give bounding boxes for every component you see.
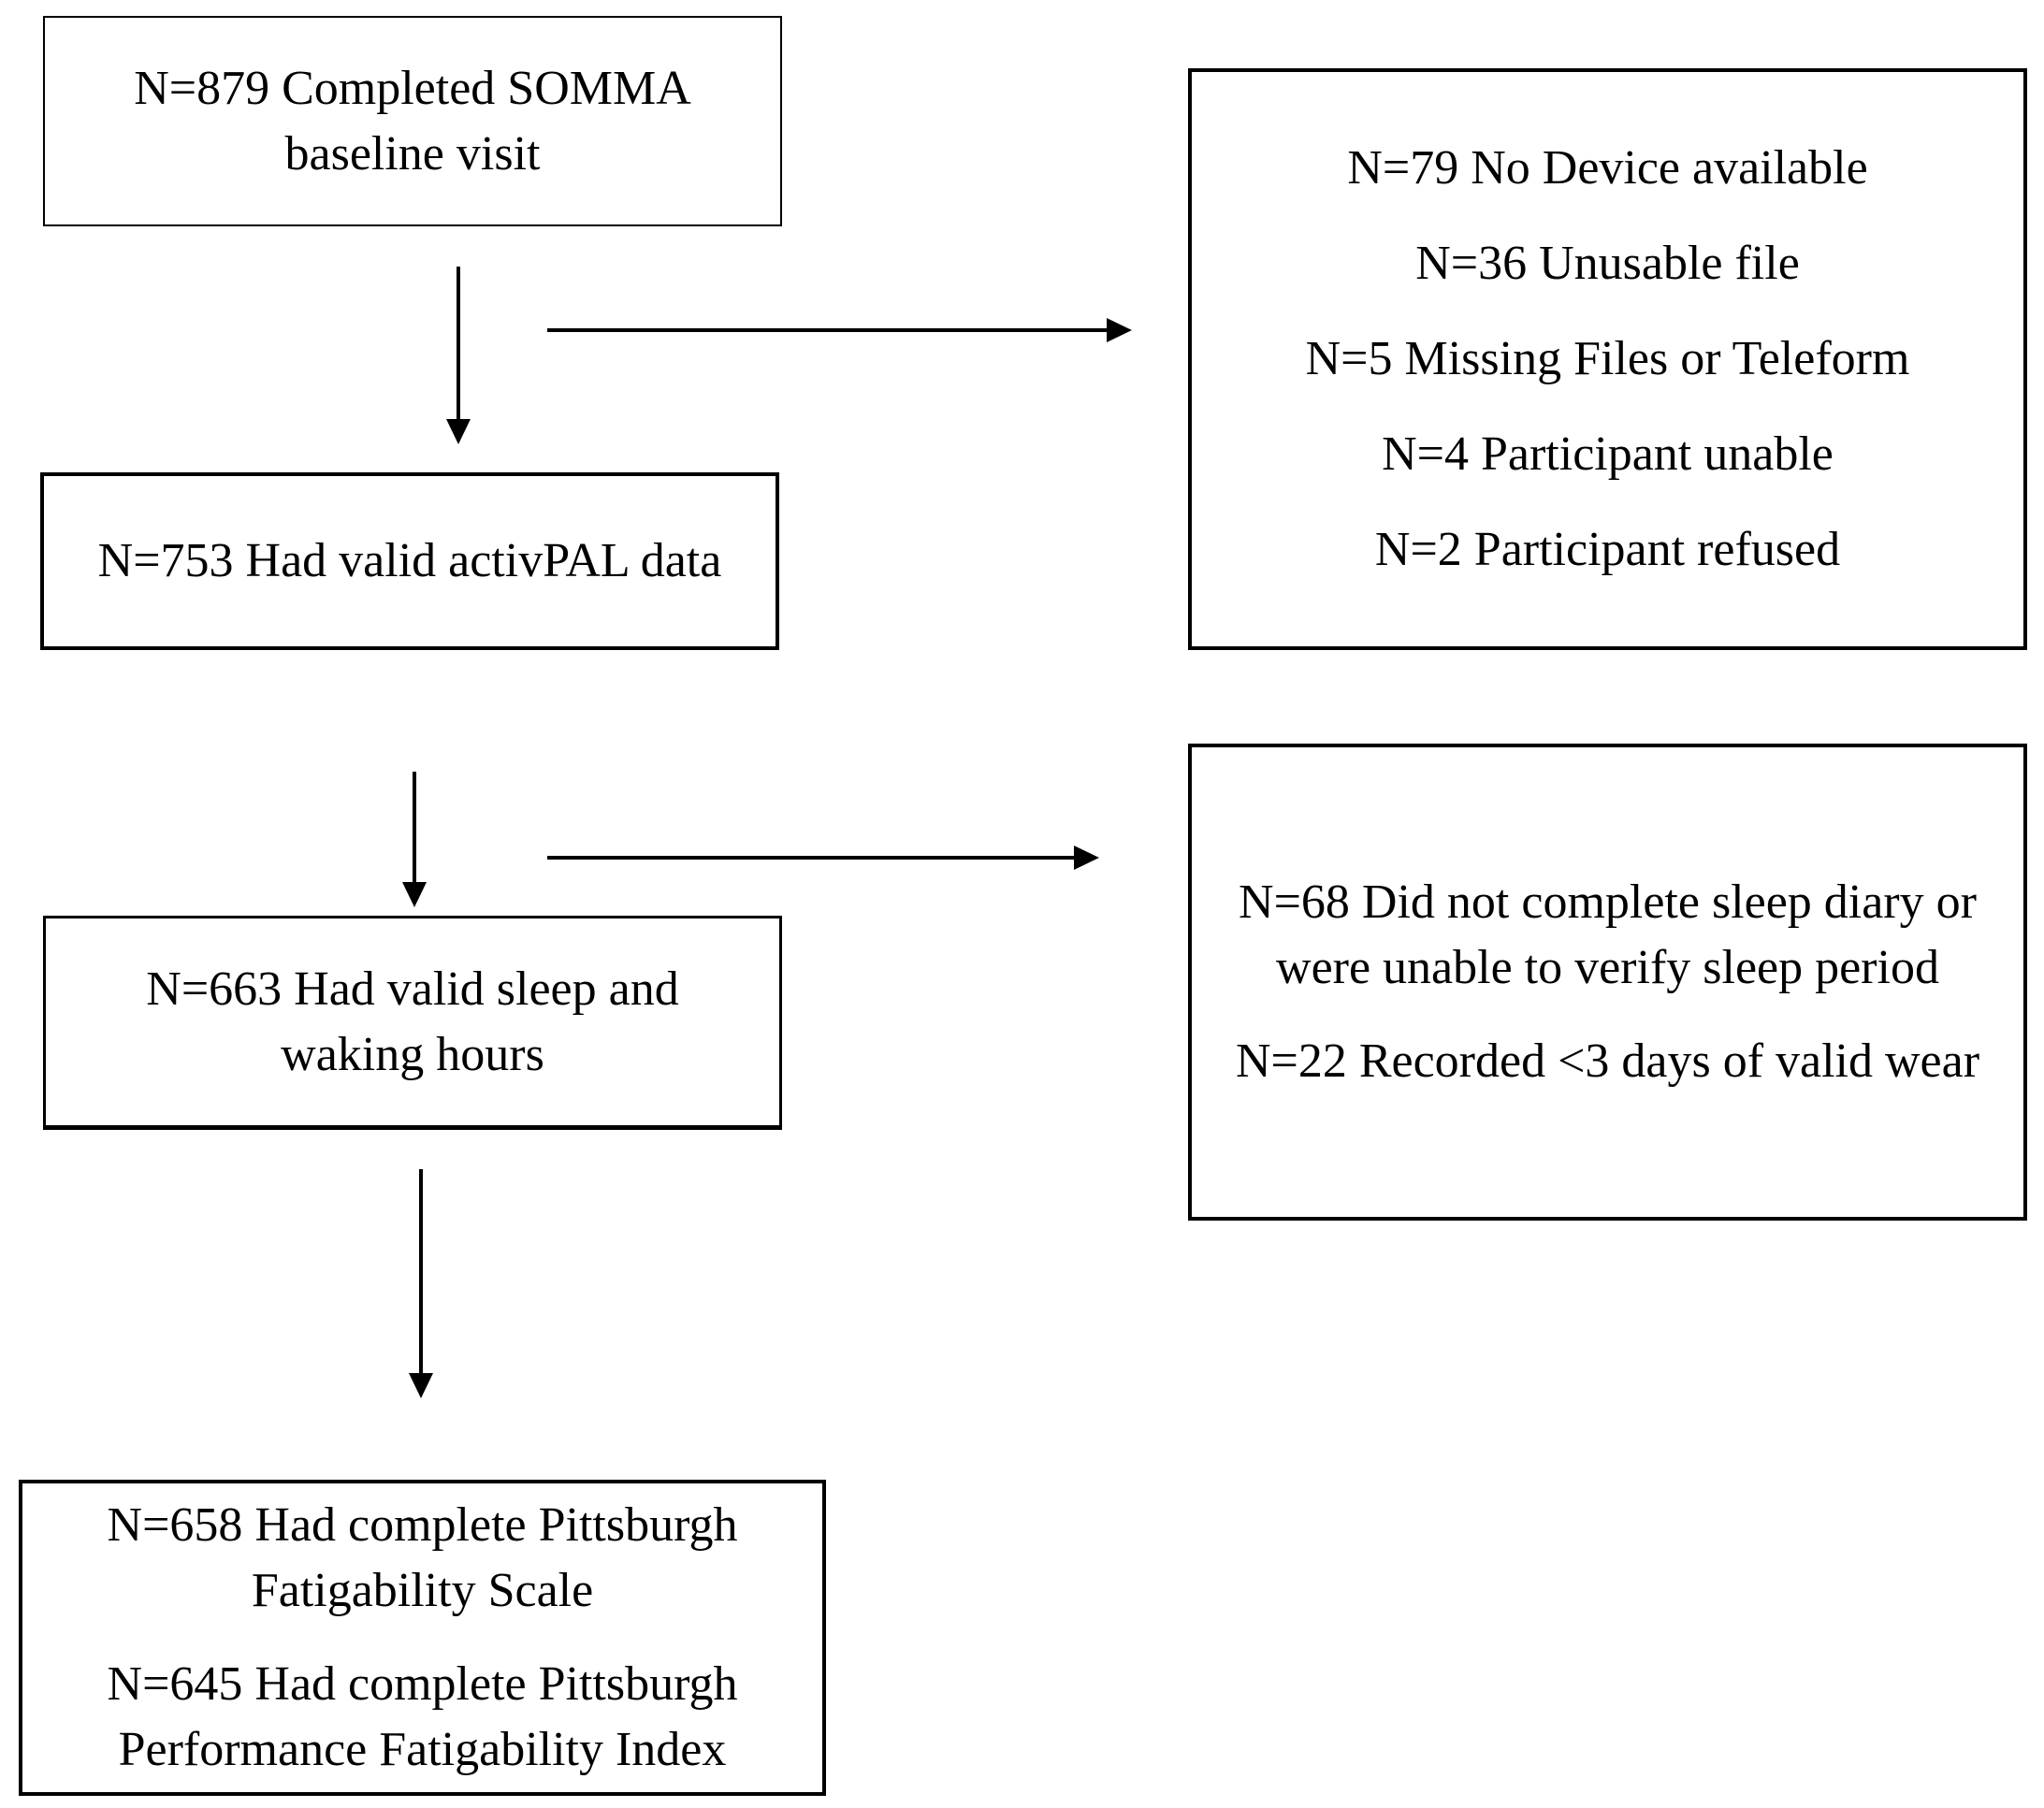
activpal-box-line-1: N=753 Had valid activPAL data	[97, 534, 722, 587]
exclusion-2-item-1-line-2: were unable to verify sleep period	[1276, 941, 1939, 994]
baseline-box-line-2: baseline visit	[284, 126, 541, 181]
exclusion-2-item-1-line-1: N=68 Did not complete sleep diary or	[1239, 875, 1977, 929]
final-sample-box: N=658 Had complete Pittsburgh Fatigabili…	[19, 1480, 826, 1796]
exclusion-2-item-diary: N=68 Did not complete sleep diary or wer…	[1239, 870, 1977, 1001]
exclusion-2-item-wear: N=22 Recorded <3 days of valid wear	[1236, 1029, 1979, 1094]
sleep-box-line-1: N=663 Had valid sleep and	[146, 962, 679, 1016]
final-item-2-line-1: N=645 Had complete Pittsburgh	[107, 1657, 738, 1711]
valid-activpal-box: N=753 Had valid activPAL data	[40, 472, 779, 650]
final-item-ppfi: N=645 Had complete Pittsburgh Performanc…	[108, 1652, 738, 1783]
baseline-box-line-1: N=879 Completed SOMMA	[134, 61, 691, 115]
exclusion-box-device: N=79 No Device available N=36 Unusable f…	[1188, 68, 2027, 650]
exclusion-1-item: N=5 Missing Files or Teleform	[1305, 332, 1910, 385]
arrow-down-2	[402, 772, 427, 907]
exclusion-box-sleep: N=68 Did not complete sleep diary or wer…	[1188, 744, 2027, 1221]
baseline-visit-box: N=879 Completed SOMMA baseline visit	[43, 16, 782, 226]
exclusion-1-item: N=36 Unusable file	[1415, 237, 1800, 290]
arrow-down-3	[409, 1169, 433, 1398]
arrow-right-1	[547, 318, 1132, 342]
arrow-right-2	[547, 846, 1099, 870]
exclusion-2-item-2-line-1: N=22 Recorded <3 days of valid wear	[1235, 1034, 1980, 1088]
final-item-1-line-1: N=658 Had complete Pittsburgh	[107, 1498, 738, 1552]
sleep-box-line-2: waking hours	[281, 1027, 544, 1081]
exclusion-1-item: N=4 Participant unable	[1382, 427, 1834, 481]
valid-sleep-box: N=663 Had valid sleep and waking hours	[43, 916, 782, 1130]
final-item-pfs: N=658 Had complete Pittsburgh Fatigabili…	[108, 1493, 738, 1624]
final-item-1-line-2: Fatigability Scale	[251, 1564, 594, 1617]
arrow-down-1	[446, 267, 471, 444]
exclusion-1-item: N=2 Participant refused	[1374, 523, 1841, 576]
exclusion-1-item: N=79 No Device available	[1347, 141, 1868, 195]
final-item-2-line-2: Performance Fatigability Index	[118, 1723, 727, 1776]
